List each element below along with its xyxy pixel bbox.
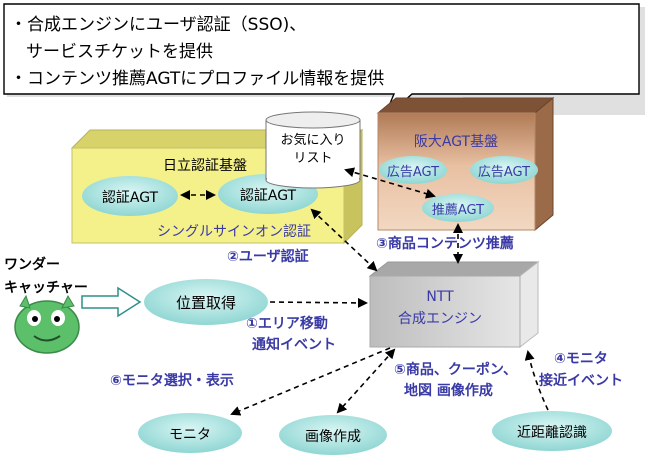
ad-agt-1: 広告AGT <box>379 156 447 184</box>
hitachi-title: 日立認証基盤 <box>163 157 247 174</box>
ntt-line1: NTT <box>426 289 454 305</box>
recommend-agt-label: 推薦AGT <box>432 203 484 218</box>
proximity-to-ntt-link <box>524 350 549 411</box>
osaka-title: 阪大AGT基盤 <box>414 133 498 150</box>
step6-label: ⑥モニタ選択・表示 <box>110 372 234 389</box>
sso-caption: シングルサインオン認証 <box>157 224 311 240</box>
callout-line2: サービスチケットを提供 <box>26 42 213 62</box>
step1-line2: 通知イベント <box>252 336 336 353</box>
image-creation-node: 画像作成 <box>279 415 387 455</box>
ntt-line2: 合成エンジン <box>398 311 482 327</box>
step3-label: ③商品コンテンツ推薦 <box>376 235 514 252</box>
auth-agt-1: 認証AGT <box>82 176 178 216</box>
step1-line1: ①エリア移動 <box>246 315 328 332</box>
step5-line1: ⑤商品、クーポン、 <box>394 361 517 378</box>
callout-box: ・合成エンジンにユーザ認証（SSO)、 サービスチケットを提供 ・コンテンツ推薦… <box>3 3 645 127</box>
ad-agt-1-label: 広告AGT <box>387 165 439 180</box>
recommend-agt: 推薦AGT <box>422 194 494 222</box>
favorites-recommend-link <box>344 167 436 199</box>
proximity-node: 近距離認識 <box>492 411 612 451</box>
monitor-node: モニタ <box>138 413 242 453</box>
user-auth-link <box>310 208 378 272</box>
wonder-catcher-device-image <box>14 294 80 354</box>
proximity-label: 近距離認識 <box>517 424 587 441</box>
step4-line1: ④モニタ <box>554 351 608 367</box>
wonder-line1: ワンダー <box>4 256 60 273</box>
favorites-list-db: お気に入り リスト <box>265 111 361 189</box>
image-creation-label: 画像作成 <box>305 429 361 445</box>
ad-agt-2-label: 広告AGT <box>478 165 530 180</box>
step4-line2: 接近イベント <box>539 372 623 389</box>
wonder-line2: キャッチャー <box>4 280 88 296</box>
location-label: 位置取得 <box>176 294 236 312</box>
auth-agt-1-label: 認証AGT <box>102 190 159 206</box>
ad-agt-2: 広告AGT <box>470 156 538 184</box>
ntt-image-link <box>336 348 396 414</box>
callout-line3: ・コンテンツ推薦AGTにプロファイル情報を提供 <box>10 69 384 89</box>
favorites-line1: お気に入り <box>280 132 345 148</box>
ntt-to-monitor-link <box>230 347 391 416</box>
monitor-label: モニタ <box>169 427 211 443</box>
favorites-line2: リスト <box>293 151 332 166</box>
step5-line2: 地図 画像作成 <box>404 382 493 399</box>
device-to-location-arrow <box>81 286 142 318</box>
ntt-synthesis-engine: NTT 合成エンジン <box>368 260 540 349</box>
auth-agt-2-label: 認証AGT <box>240 188 297 204</box>
step2-label: ②ユーザ認証 <box>227 248 309 265</box>
location-to-ntt-link <box>269 297 368 308</box>
location-node: 位置取得 <box>144 279 268 325</box>
callout-line1: ・合成エンジンにユーザ認証（SSO)、 <box>10 15 306 35</box>
